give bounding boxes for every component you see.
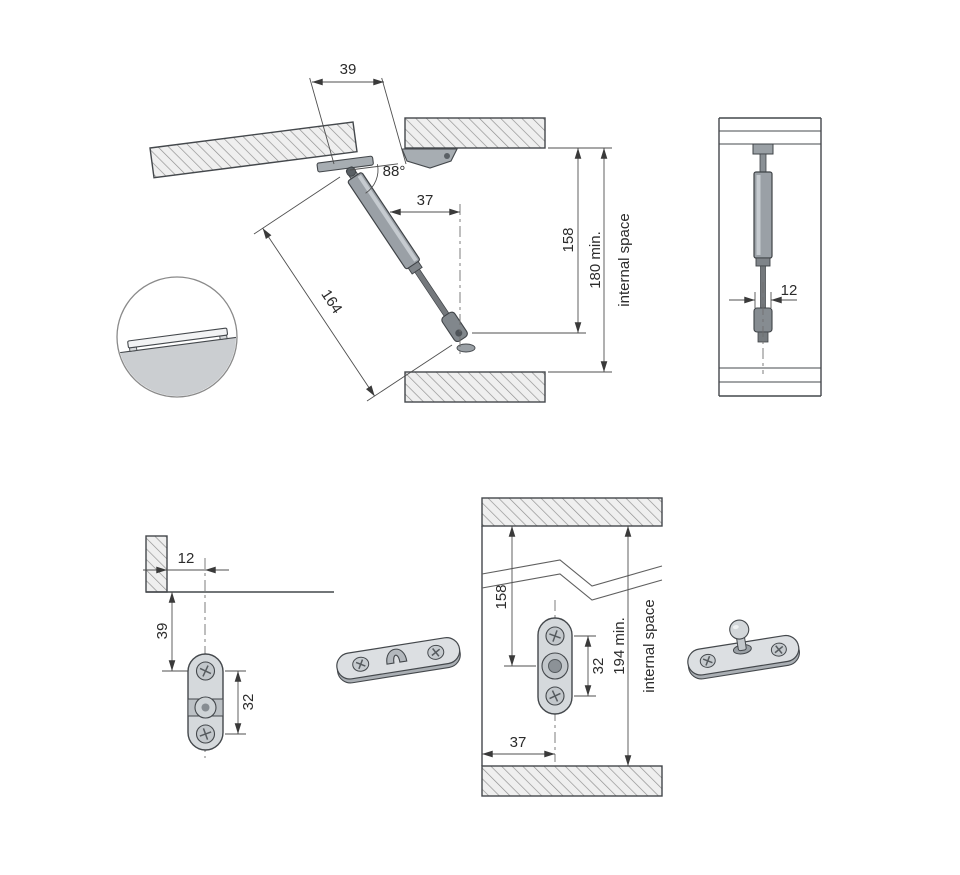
dim-label-min-internal-ball: 194 min. [611,617,628,675]
mounting-plate-ball [537,617,573,715]
cabinet-bottom-panel [404,371,546,403]
hook-claw [386,648,408,665]
dim-min-internal-ball: 194 min. internal space [611,526,658,766]
dim-label-edge-offset: 12 [178,550,195,567]
dim-strut-horizontal: 37 [390,192,461,356]
screw-right [770,642,787,657]
strut-stem [759,153,767,173]
screw-left [352,656,370,672]
dim-label-hole-spacing-ball: 32 [590,658,607,675]
strut-top-bracket [752,143,774,155]
break-line-upper [481,559,663,587]
detail-panel-surface [118,337,236,396]
dim-hole-spacing: 32 [225,670,257,735]
stud-ball [729,619,750,640]
screw-top [545,626,565,646]
top-panel-section [481,497,663,527]
strut-cylinder [347,172,420,270]
dim-label-top-distance: 158 [493,584,510,609]
screw-bottom [195,724,216,744]
dim-flap-offset: 39 [309,61,407,165]
bottom-panel-section [481,765,663,797]
view-ball-plate: 158 32 37 194 min. internal space [481,497,800,797]
dim-first-hole-offset: 39 [154,592,198,672]
dim-pivot-height: 158 [472,147,612,334]
label-internal-space-ball: internal space [641,599,658,692]
strut-foot [456,343,476,353]
dim-hole-spacing-ball: 32 [574,635,607,697]
screw-top [195,661,216,681]
dim-label-min-internal: 180 min. [587,231,604,289]
dim-label-hole-spacing: 32 [240,694,257,711]
dim-min-internal: 180 min. internal space [548,148,633,373]
strut-collar [755,257,771,267]
strut-end-hole [455,329,463,337]
screw-left [699,653,716,668]
dim-label-front-distance: 37 [510,734,527,751]
dim-label-pivot-height: 158 [560,227,577,252]
dim-opening-angle: 88° [349,163,406,194]
hinge-pin [444,153,450,159]
dim-label-side-offset: 12 [781,282,798,299]
gas-strut [345,166,468,343]
dim-label-first-hole-offset: 39 [154,623,171,640]
strut-cylinder-highlight [756,175,761,255]
strut-cylinder-highlight [357,174,418,262]
strut-end-fitting [441,311,468,343]
flap-panel [149,121,358,179]
dim-edge-offset: 12 [143,550,229,574]
cabinet-top-panel [404,117,546,149]
dim-label-opening-angle: 88° [383,163,406,180]
dim-strut-length: 164 [253,176,453,402]
ball-plate-3d [687,619,800,680]
stud-ball-highlight [732,625,739,630]
dim-front-distance: 37 [482,734,555,758]
panel-edge-section [145,535,168,593]
detail-mounting-plate [127,327,229,352]
pivot-hub-center [201,703,210,712]
dim-side-offset: 12 [729,282,797,308]
dim-label-strut-horizontal: 37 [417,192,434,209]
label-internal-space: internal space [616,213,633,306]
flap-bracket [316,155,374,173]
mounting-plate-front [187,653,224,751]
dim-top-distance: 158 [493,526,536,667]
strut-piston-rod [414,268,450,317]
view-front-plate: 12 39 [143,535,461,758]
screw-bottom [545,686,565,706]
hinge-bracket [401,148,458,169]
screw-right [427,644,445,660]
dim-label-strut-length: 164 [317,287,345,317]
bracket-3d [336,637,461,684]
dim-label-flap-offset: 39 [340,61,357,78]
detail-inset [116,276,238,398]
ball-socket-inner [548,659,562,673]
view-side-section: 12 [718,117,822,397]
view-main-section: 88° 39 37 164 158 [116,61,633,403]
